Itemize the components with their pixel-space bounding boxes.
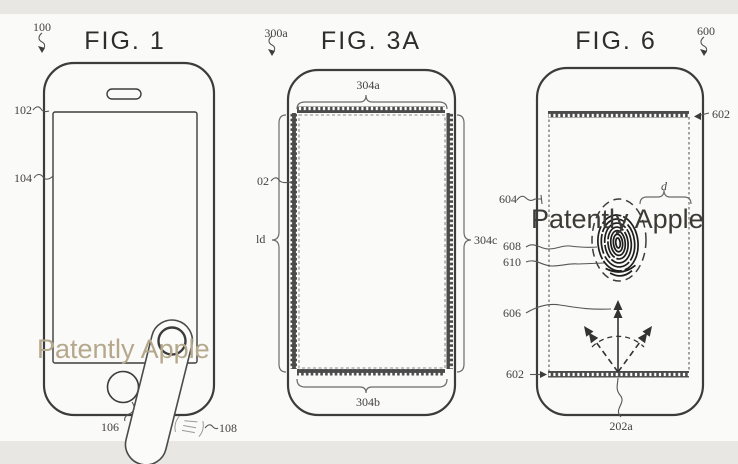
fig6-label-608: 608 — [503, 239, 521, 253]
fig6-top-strip-arrowhead — [694, 112, 701, 120]
bottom-margin-band — [0, 441, 738, 464]
fig6-label-602-bottom: 602 — [506, 367, 524, 381]
fig1-label-102: 102 — [14, 103, 32, 117]
fig6-strip-top — [548, 111, 689, 118]
fig6-label-d: d — [661, 179, 667, 193]
fig3a-label-304a: 304a — [356, 78, 380, 92]
fig6-fingerprint — [597, 214, 639, 277]
fig6-label-610: 610 — [503, 255, 521, 269]
fig1-leaders — [32, 32, 219, 430]
fig1-home-button — [106, 370, 140, 404]
fig6-label-606: 606 — [503, 306, 521, 320]
fig3a-strip-bottom — [297, 369, 445, 376]
fig6-drawing — [516, 36, 710, 418]
fig3a-brace-left — [271, 114, 287, 373]
fig3a-dashed-region — [298, 114, 446, 369]
fig1-phone-body — [42, 61, 216, 417]
fig3a-label-304d: ld — [256, 232, 266, 246]
fig6-wave-arrows — [584, 300, 652, 373]
fig3a-label-304c: 304c — [474, 233, 498, 247]
fig1-ref-100: 100 — [33, 20, 51, 34]
fig1-label-108: 108 — [219, 421, 237, 435]
fig1-display — [52, 111, 198, 364]
fig3a-title: FIG. 3A — [320, 27, 422, 55]
fig1-finger — [124, 319, 204, 464]
fig3a-ref-300a: 300a — [264, 26, 288, 40]
fig3a-drawing — [268, 35, 472, 417]
fig6-ref-600: 600 — [697, 24, 715, 38]
fig6-title: FIG. 6 — [575, 27, 657, 55]
fig6-ref-arrowhead — [700, 49, 707, 56]
fig6-distance-brace — [639, 189, 692, 205]
fig1-ref-arrowhead — [38, 46, 45, 53]
fig6-strip-bottom — [548, 371, 689, 378]
fig6-dashed-region — [548, 116, 690, 373]
fig1-touch-ring — [157, 326, 187, 356]
fig3a-phone-body — [286, 68, 457, 417]
fig1-label-106: 106 — [101, 420, 119, 434]
fig3a-label-302: 02 — [257, 174, 269, 188]
fig3a-brace-top — [296, 94, 448, 110]
fig6-label-602-top: 602 — [712, 107, 730, 121]
fig1-drawing — [32, 32, 219, 464]
top-margin-band — [0, 0, 738, 14]
fig1-title: FIG. 1 — [84, 27, 166, 55]
fig3a-brace-right — [456, 114, 472, 373]
fig1-label-104: 104 — [14, 171, 32, 185]
fig6-finger-outline — [591, 198, 647, 282]
watermark-patently-apple-right: Patently Apple — [531, 204, 704, 234]
fig3a-strip-top — [297, 106, 445, 113]
fig3a-label-304b: 304b — [356, 395, 380, 409]
fig6-label-604: 604 — [499, 192, 517, 206]
fig1-finger-knuckle-marks — [174, 416, 204, 438]
fig6-bottom-strip-arrowhead — [540, 371, 547, 378]
watermark-patently-apple-left: Patently Apple — [37, 334, 210, 364]
fig1-speaker — [106, 88, 142, 100]
fig6-label-202a: 202a — [609, 419, 633, 433]
fig3a-brace-bottom — [296, 378, 448, 394]
fig3a-strip-left — [290, 113, 297, 369]
fig3a-braces — [271, 94, 472, 394]
fig3a-strip-right — [446, 113, 453, 369]
fig3a-ref-arrowhead — [268, 49, 275, 56]
